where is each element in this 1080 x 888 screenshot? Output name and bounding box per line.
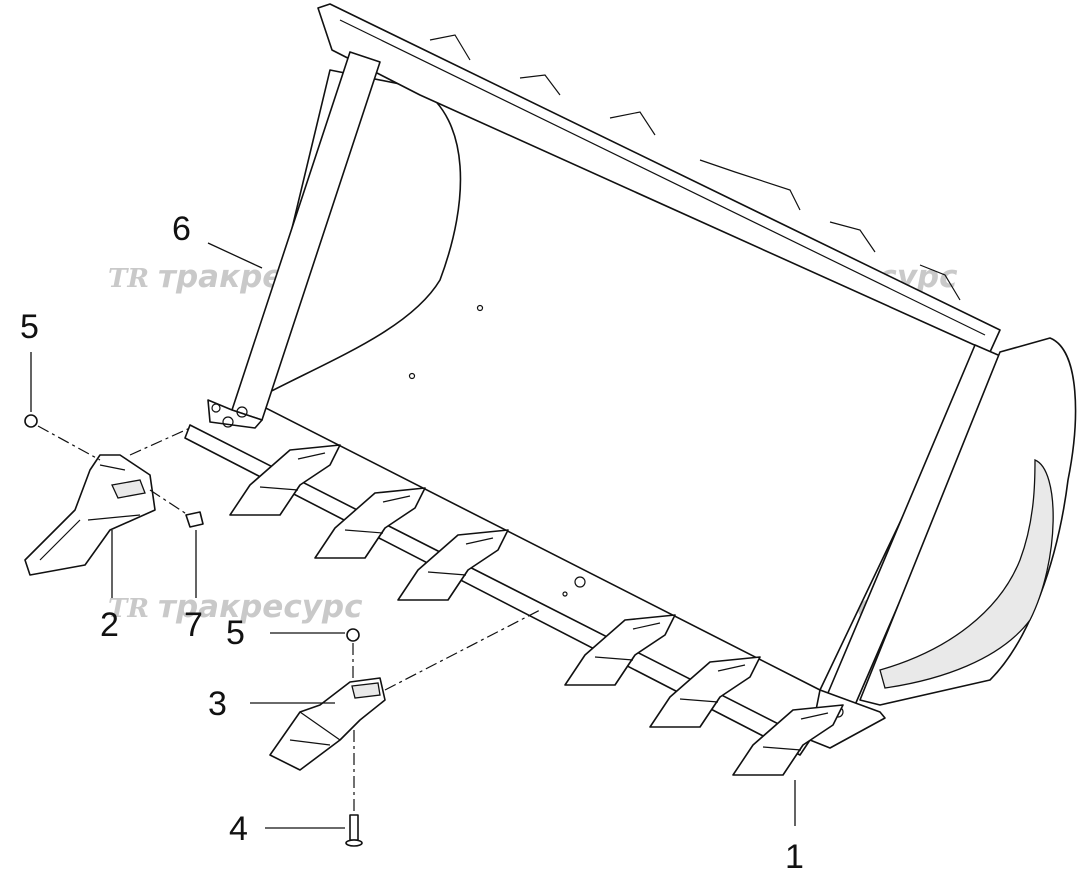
nut-part-5 bbox=[24, 414, 38, 428]
tooth bbox=[397, 529, 509, 601]
bolt-part-7 bbox=[185, 511, 204, 528]
corner-adapter-part-2 bbox=[24, 454, 156, 576]
tooth bbox=[314, 487, 426, 559]
callout-7: 7 bbox=[184, 606, 203, 644]
bucket-teeth bbox=[229, 444, 844, 776]
callout-6: 6 bbox=[172, 210, 191, 248]
bucket-body bbox=[184, 3, 1077, 756]
tooth-part-3 bbox=[269, 677, 386, 771]
leader-lines bbox=[30, 242, 796, 829]
callout-1: 1 bbox=[785, 838, 804, 876]
callout-4: 4 bbox=[229, 810, 248, 848]
watermark-bottom-left: TR трак­ресурс bbox=[108, 589, 363, 625]
callouts: 1 2 3 4 5 5 6 7 bbox=[20, 210, 804, 876]
fasteners bbox=[24, 414, 363, 847]
callout-5-top: 5 bbox=[20, 308, 39, 346]
watermark-logo: TR bbox=[108, 594, 149, 624]
tooth bbox=[229, 444, 341, 516]
assembly-lines bbox=[37, 425, 541, 812]
watermark-text: трак­ресурс bbox=[158, 589, 363, 625]
tooth bbox=[732, 704, 844, 776]
tooth bbox=[649, 656, 761, 728]
callout-2: 2 bbox=[100, 606, 119, 644]
callout-3: 3 bbox=[208, 685, 227, 723]
callout-5-bottom: 5 bbox=[226, 614, 245, 652]
tooth bbox=[564, 614, 676, 686]
bolt-part-4 bbox=[349, 814, 359, 841]
nut-part-5 bbox=[346, 628, 360, 642]
watermark-logo: TR bbox=[108, 264, 149, 294]
